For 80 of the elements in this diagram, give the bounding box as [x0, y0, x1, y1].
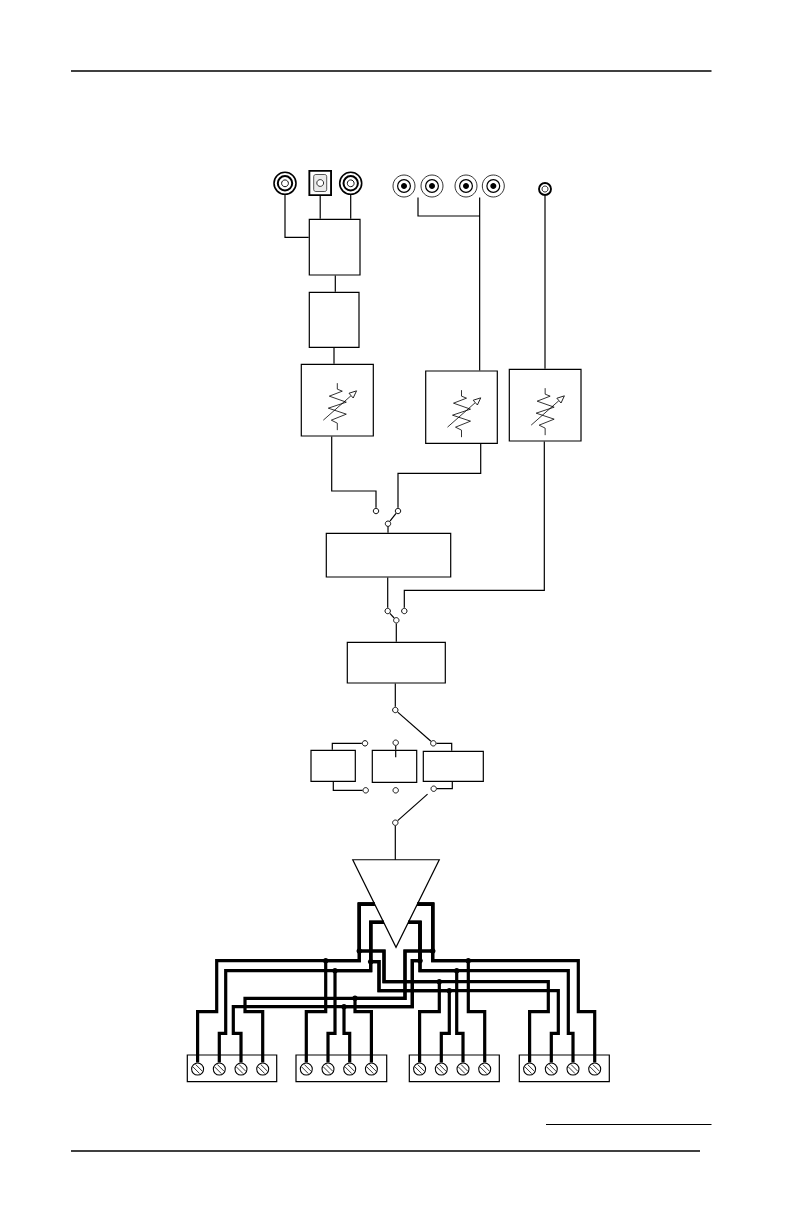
- screw-terminal: [456, 1062, 470, 1076]
- screw-terminal: [234, 1062, 248, 1076]
- switch-contact: [392, 739, 399, 746]
- switch-contact: [393, 617, 400, 624]
- function-block: [308, 291, 360, 348]
- switch-contact: [392, 787, 399, 794]
- screw-terminal: [256, 1062, 270, 1076]
- switch-contact: [430, 740, 437, 747]
- switch-contact: [362, 787, 369, 794]
- terminal-block: [186, 1054, 278, 1083]
- terminal-block: [408, 1054, 500, 1083]
- connector-line: [435, 742, 453, 752]
- connector-line: [387, 526, 389, 534]
- connector-line: [284, 194, 310, 238]
- connector-line: [397, 443, 482, 509]
- wire: [417, 902, 597, 1063]
- wire: [369, 920, 560, 1063]
- connector-line: [319, 195, 321, 220]
- switch-contact: [372, 507, 380, 515]
- connector-line: [394, 825, 396, 861]
- connector-line: [331, 436, 377, 509]
- function-block: [325, 532, 452, 578]
- rca-jack: [454, 174, 478, 198]
- function-block: [508, 368, 582, 442]
- mini-jack: [538, 182, 552, 196]
- screw-terminal: [321, 1062, 335, 1076]
- function-block: [308, 218, 361, 276]
- wire: [357, 902, 550, 1063]
- rca-jack: [481, 174, 505, 198]
- connector-line: [395, 745, 397, 751]
- switch-lever: [389, 512, 397, 522]
- screw-terminal: [434, 1062, 448, 1076]
- connector-line: [333, 347, 335, 365]
- connector-line: [395, 622, 397, 643]
- screw-terminal: [544, 1062, 558, 1076]
- function-block: [300, 363, 374, 437]
- connector-line: [332, 781, 364, 791]
- function-block: [371, 749, 418, 783]
- connector-line: [334, 275, 336, 293]
- optical-jack: [308, 169, 332, 197]
- switch-lever: [397, 711, 432, 742]
- screw-terminal: [212, 1062, 226, 1076]
- terminal-block: [518, 1054, 610, 1083]
- rca-jack: [420, 174, 444, 198]
- connector-line: [403, 441, 545, 609]
- wire: [408, 920, 575, 1063]
- switch-contact: [394, 507, 402, 515]
- screw-terminal: [413, 1062, 427, 1076]
- switch-contact: [361, 740, 369, 747]
- function-block: [346, 641, 446, 684]
- function-block: [422, 750, 484, 782]
- switch-contact: [392, 706, 399, 714]
- screw-terminal: [364, 1062, 378, 1076]
- function-block: [310, 749, 356, 782]
- connector-line: [387, 577, 389, 609]
- screw-terminal: [343, 1062, 357, 1076]
- switch-contact: [384, 607, 391, 615]
- switch-contact: [430, 785, 437, 792]
- connector-line: [417, 196, 481, 371]
- screw-terminal: [588, 1062, 602, 1076]
- connector-line: [394, 683, 396, 708]
- connector-line: [331, 742, 363, 751]
- screw-terminal: [566, 1062, 580, 1076]
- switch-lever: [397, 793, 429, 822]
- rca-jack: [392, 174, 416, 198]
- switch-contact: [401, 607, 408, 615]
- switch-lever: [389, 612, 395, 619]
- switch-contact: [384, 520, 392, 527]
- screw-terminal: [191, 1062, 205, 1076]
- terminal-block: [295, 1054, 388, 1083]
- switch-contact: [392, 819, 399, 826]
- screw-terminal: [523, 1062, 537, 1076]
- coax-jack: [273, 171, 297, 196]
- connector-line: [350, 194, 352, 220]
- screw-terminal: [478, 1062, 492, 1076]
- connector-line: [436, 781, 453, 790]
- connector-line: [544, 195, 546, 370]
- function-block: [425, 370, 498, 444]
- screw-terminal: [299, 1062, 313, 1076]
- coax-jack: [338, 171, 363, 196]
